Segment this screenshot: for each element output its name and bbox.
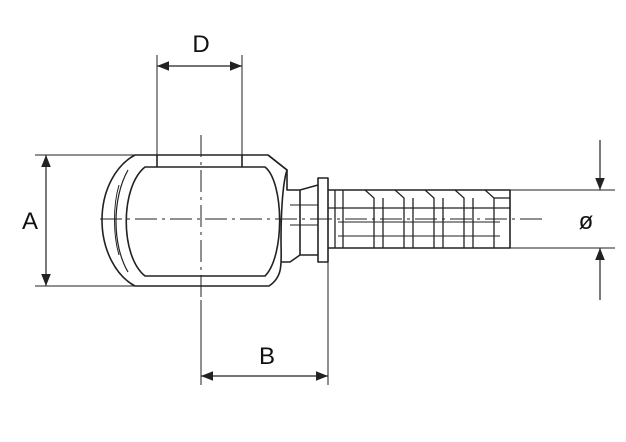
- center-lines: [100, 135, 545, 300]
- hose-barbs: [328, 189, 510, 248]
- extension-lines: [35, 55, 615, 385]
- dimension-d-label: D: [192, 31, 209, 58]
- dimension-a-label: A: [22, 208, 38, 235]
- dimension-b-label: B: [259, 343, 275, 370]
- dimension-diameter-label: ø: [579, 208, 594, 235]
- banjo-eye: [101, 154, 288, 287]
- dimension-lines: [41, 61, 605, 381]
